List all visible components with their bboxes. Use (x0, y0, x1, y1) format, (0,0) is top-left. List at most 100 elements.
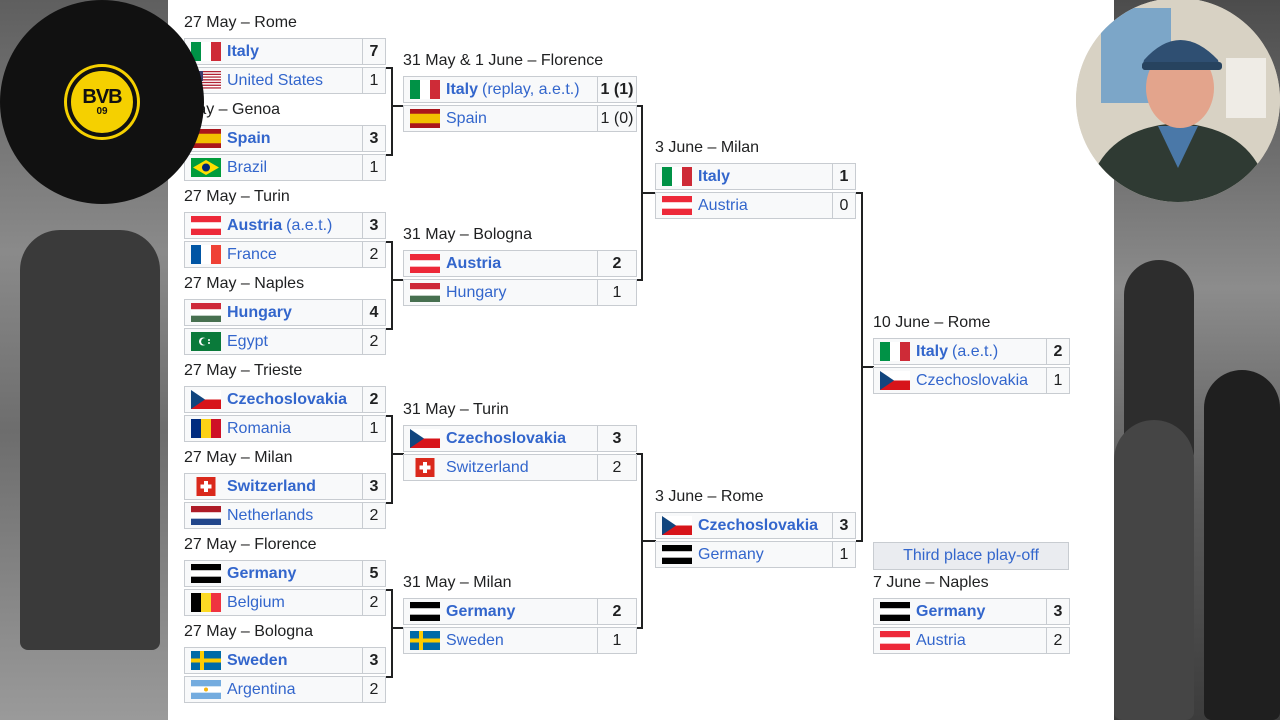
flag-cz-icon (410, 429, 440, 448)
team-name-link[interactable]: Spain (446, 109, 487, 127)
team-score: 0 (832, 193, 855, 218)
flag-se-icon (410, 631, 440, 650)
team-name-link[interactable]: United States (227, 71, 324, 89)
match-date: 3 June – Milan (655, 139, 760, 156)
match-date: May – Genoa (184, 101, 281, 118)
team-row: Spain 3 (184, 125, 386, 152)
team-name-link[interactable]: Argentina (227, 680, 296, 698)
team-score: 3 (1046, 599, 1069, 624)
team-cell: Spain (404, 106, 597, 131)
flag-hu-icon (191, 303, 221, 322)
match-date: 3 June – Rome (655, 488, 764, 505)
flag-fr-icon (191, 245, 221, 264)
team-name-link[interactable]: Hungary (227, 303, 292, 321)
team-name-link[interactable]: Switzerland (446, 458, 529, 476)
team-score: 2 (362, 590, 385, 615)
flag-be-icon (191, 593, 221, 612)
team-cell: Switzerland (185, 474, 362, 499)
team-cell: Hungary (404, 280, 597, 305)
team-cell: Germany (656, 542, 832, 567)
team-name-link[interactable]: Belgium (227, 593, 285, 611)
team-score: 2 (597, 599, 636, 624)
team-cell: Czechoslovakia (185, 387, 362, 412)
photo-figure (1114, 420, 1194, 720)
team-score: 2 (362, 387, 385, 412)
team-name-link[interactable]: Egypt (227, 332, 268, 350)
flag-it-icon (880, 342, 910, 361)
match-date: 27 May – Naples (184, 275, 305, 292)
team-score: 1 (0) (597, 106, 636, 131)
match-date: 27 May – Bologna (184, 623, 313, 640)
team-name-link[interactable]: France (227, 245, 277, 263)
team-name-link[interactable]: Czechoslovakia (698, 516, 819, 534)
team-name-link[interactable]: Switzerland (227, 477, 316, 495)
team-row: United States 1 (184, 67, 386, 94)
team-name-link[interactable]: Netherlands (227, 506, 314, 524)
team-name-link[interactable]: Austria (916, 631, 966, 649)
flag-at-icon (880, 631, 910, 650)
team-name-link[interactable]: Germany (227, 564, 297, 582)
flag-cz-icon (191, 390, 221, 409)
team-name-link[interactable]: Germany (916, 602, 986, 620)
team-name-link[interactable]: Italy (916, 342, 949, 360)
match-note-link[interactable]: (a.e.t.) (286, 216, 333, 234)
match-note-link[interactable]: (replay, a.e.t.) (482, 80, 580, 98)
team-name-link[interactable]: Italy (227, 42, 260, 60)
flag-ar-icon (191, 680, 221, 699)
match-date: 27 May – Milan (184, 449, 293, 466)
team-name-link[interactable]: Sweden (227, 651, 288, 669)
flag-us-icon (191, 71, 221, 91)
flag-nl-icon (191, 506, 221, 525)
team-name-link[interactable]: Austria (446, 254, 502, 272)
team-name-link[interactable]: Brazil (227, 158, 268, 176)
team-name-link[interactable]: Germany (446, 602, 516, 620)
team-name-link[interactable]: Germany (698, 545, 764, 563)
team-name-link[interactable]: Austria (698, 196, 748, 214)
team-score: 2 (1046, 628, 1069, 653)
team-cell: Czechoslovakia (656, 513, 832, 538)
team-cell: Austria (656, 193, 832, 218)
team-row: Germany 2 (403, 598, 637, 625)
team-name-link[interactable]: Romania (227, 419, 292, 437)
team-name-link[interactable]: Czechoslovakia (916, 371, 1029, 389)
team-cell: Spain (185, 126, 362, 151)
team-name-link[interactable]: Italy (446, 80, 479, 98)
team-cell: Argentina (185, 677, 362, 702)
team-name-link[interactable]: Austria (227, 216, 283, 234)
team-score: 3 (597, 426, 636, 451)
flag-br-icon (191, 158, 221, 177)
team-name-link[interactable]: Czechoslovakia (446, 429, 567, 447)
flag-it-icon (191, 42, 221, 61)
team-cell: Sweden (185, 648, 362, 673)
match-date: 27 May – Trieste (184, 362, 303, 379)
team-row: Czechoslovakia 3 (403, 425, 637, 452)
third-place-playoff-header[interactable]: Third place play-off (873, 542, 1069, 570)
team-name-link[interactable]: Sweden (446, 631, 504, 649)
team-name-link[interactable]: Hungary (446, 283, 507, 301)
team-score: 3 (362, 126, 385, 151)
team-score: 2 (597, 455, 636, 480)
team-cell: Italy (185, 39, 362, 64)
team-cell: Hungary (185, 300, 362, 325)
team-cell: Netherlands (185, 503, 362, 528)
match-note-link[interactable]: (a.e.t.) (952, 342, 999, 360)
team-cell: Egypt (185, 329, 362, 354)
team-score: 1 (832, 164, 855, 189)
team-score: 1 (362, 68, 385, 93)
team-score: 1 (597, 280, 636, 305)
team-cell: Sweden (404, 628, 597, 653)
team-score: 3 (362, 474, 385, 499)
team-name-link[interactable]: Spain (227, 129, 271, 147)
flag-ch-icon (410, 458, 440, 477)
team-name-link[interactable]: Italy (698, 167, 731, 185)
team-score: 1 (597, 628, 636, 653)
flag-it-icon (662, 167, 692, 186)
match-date: 31 May – Bologna (403, 226, 532, 243)
team-name-link[interactable]: Czechoslovakia (227, 390, 348, 408)
flag-cz-icon (662, 516, 692, 535)
